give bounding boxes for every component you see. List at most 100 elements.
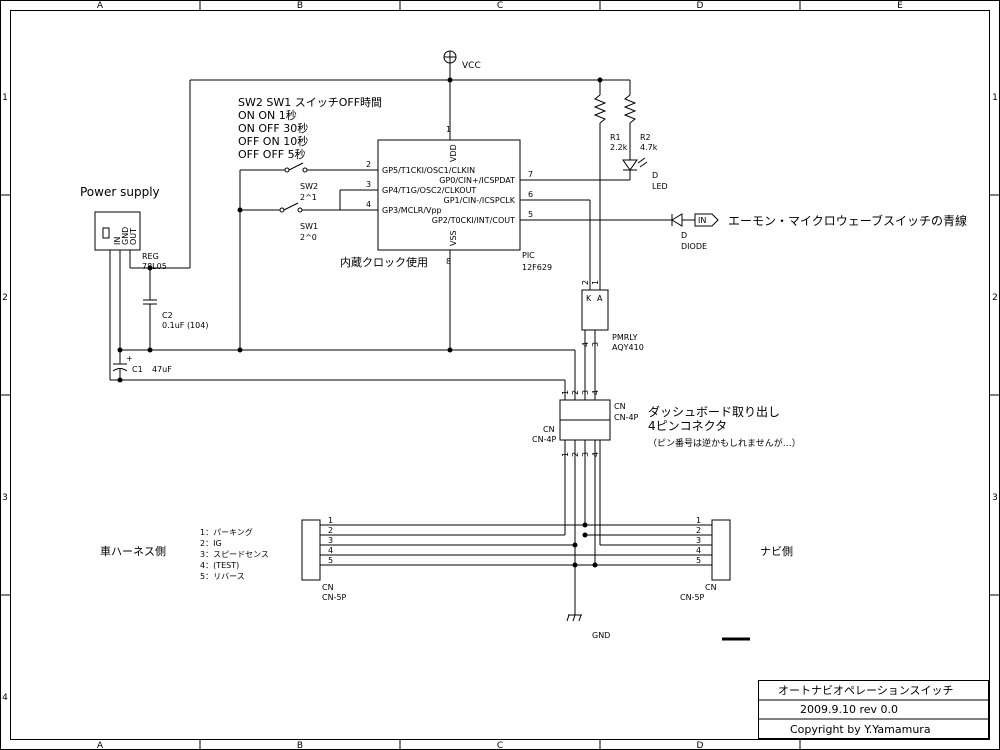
cn5-left-part: CN-5P: [322, 593, 347, 602]
connector-cn5-right: 1 2 3 4 5 CN CN-5P ナビ側: [680, 516, 793, 602]
cn5-left-pin: 1: [328, 516, 333, 525]
vcc-label: VCC: [462, 61, 481, 71]
relay-pin: 3: [591, 342, 600, 347]
led: D LED: [622, 157, 668, 191]
pic-pin-num: 2: [366, 160, 371, 169]
pic-pin-num: 7: [528, 170, 533, 179]
switch-sw1: SW2 2^1 SW1 2^0: [237, 182, 345, 242]
sw1-ref: SW1: [300, 222, 318, 231]
gnd-symbol: GND: [566, 614, 610, 640]
title-block-date: 2009.9.10 rev 0.0: [800, 703, 898, 716]
pic-pin-num: 4: [366, 200, 371, 209]
cn5-right-pin: 5: [696, 556, 701, 565]
cn5-left-ref: CN: [322, 583, 334, 592]
relay-pin: 4: [581, 342, 590, 347]
cn4-note: （ピン番号は逆かもしれませんが…）: [648, 437, 801, 449]
cn5-right-ref: CN: [705, 583, 717, 592]
pic-pin-top: 1: [446, 125, 451, 134]
connector-cn5-left: 1 2 3 4 5 CN CN-5P 車ハーネス側 1：パーキング 2：IG 3…: [100, 516, 347, 602]
sw2-value: 2^1: [300, 193, 317, 202]
row-label: 2: [992, 293, 998, 303]
title-block-copyright: Copyright by Y.Yamamura: [790, 723, 931, 736]
cn5-right-pin: 4: [696, 546, 701, 555]
col-label: D: [697, 1, 704, 11]
switch-table-row: ON ON 1秒: [238, 108, 297, 122]
col-label: B: [297, 1, 303, 11]
switch-table-row: OFF OFF 5秒: [238, 147, 306, 161]
relay-pin: 1: [591, 280, 600, 285]
pic-note: 内蔵クロック使用: [340, 255, 428, 269]
cn4-ref-right: CN: [614, 402, 626, 411]
vcc-rail: [130, 77, 630, 269]
power-supply: Power supply IN GND OUT REG 78L05: [80, 185, 167, 380]
relay-pmrly: K A 2 1 4 3 PMRLY AQY410: [574, 200, 644, 400]
pin-function: 2：IG: [200, 539, 222, 548]
cn5-left-pin: 5: [328, 556, 333, 565]
row-label: 3: [2, 493, 8, 503]
c1-plus: +: [126, 354, 133, 363]
c1-value: 47uF: [152, 365, 172, 374]
cn5-right-pin: 2: [696, 526, 701, 535]
reg-pin: OUT: [129, 228, 138, 245]
reg-part: 78L05: [142, 262, 167, 271]
gnd-rail: [117, 347, 576, 385]
relay-part: AQY410: [612, 343, 644, 352]
cn4-pin: 3: [581, 390, 590, 395]
col-label: D: [697, 741, 704, 750]
gnd-label: GND: [592, 631, 610, 640]
reg-pin: IN: [113, 237, 122, 245]
reg-pin: GND: [121, 227, 130, 245]
pic-vss: VSS: [449, 230, 458, 246]
row-label: 4: [2, 693, 8, 703]
row-label: 3: [992, 493, 998, 503]
col-label: E: [897, 1, 903, 11]
cn4-note: 4ピンコネクタ: [648, 419, 727, 433]
r1-value: 2.2k: [610, 143, 628, 152]
cn4-pin: 4: [591, 390, 600, 395]
switch-table-header: SW2 SW1 スイッチOFF時間: [238, 96, 382, 109]
pic-pin-name: GP4/T1G/OSC2/CLKOUT: [382, 186, 476, 195]
reg-ref: REG: [142, 252, 159, 261]
pin-function: 5：リバース: [200, 572, 245, 581]
title-block-title: オートナビオペレーションスイッチ: [778, 684, 954, 697]
cn5-right-pin: 3: [696, 536, 701, 545]
relay-ref: PMRLY: [612, 333, 638, 342]
cn4-ref-left: CN: [543, 425, 555, 434]
diode-part: DIODE: [681, 242, 707, 251]
cn4-pin: 2: [571, 390, 580, 395]
relay-pin: 2: [581, 280, 590, 285]
connector-cn4: 1 2 3 4 1 2 3 4 CN CN-4P CN CN-4P ダッシュボー…: [532, 390, 801, 457]
car-side-label: 車ハーネス側: [100, 544, 166, 558]
sw1-value: 2^0: [300, 233, 317, 242]
pin-function: 3：スピードセンス: [200, 550, 269, 559]
led-ref: D: [652, 171, 658, 180]
col-label: A: [97, 1, 104, 11]
c2-value: 0.1uF (104): [162, 321, 208, 330]
c2-ref: C2: [162, 311, 173, 320]
cn4-part-left: CN-4P: [532, 435, 557, 444]
pic-pin-name: GP1/CIN-/ICSPCLK: [444, 196, 516, 205]
r2-ref: R2: [640, 133, 651, 142]
col-label: B: [297, 741, 303, 750]
output-note: エーモン・マイクロウェーブスイッチの青線: [728, 213, 967, 228]
pic-ref: PIC: [522, 251, 535, 260]
cn4-pin: 1: [561, 390, 570, 395]
switch-table-row: ON OFF 30秒: [238, 121, 308, 135]
pic-pin-num: 5: [528, 210, 533, 219]
power-supply-label: Power supply: [80, 185, 160, 199]
r1-ref: R1: [610, 133, 621, 142]
capacitor-c2: C2 0.1uF (104): [143, 265, 208, 350]
sw2-ref: SW2: [300, 182, 318, 191]
diode-ref: D: [681, 231, 687, 240]
pic-pin-name: GP0/CIN+/ICSPDAT: [439, 176, 515, 185]
switch-table-row: OFF ON 10秒: [238, 134, 308, 148]
output-diode: IN D DIODE エーモン・マイクロウェーブスイッチの青線: [671, 213, 967, 251]
led-part: LED: [652, 182, 668, 191]
pic-chip: 1 8 VDD VSS 2 3 4 GP5/T1CKI/OSC1/CLKIN G…: [340, 125, 672, 350]
col-label: C: [497, 741, 503, 750]
capacitor-c1: + C1 47uF: [110, 350, 566, 400]
pic-pin-name: GP5/T1CKI/OSC1/CLKIN: [382, 166, 475, 175]
cn5-left-pin: 4: [328, 546, 333, 555]
